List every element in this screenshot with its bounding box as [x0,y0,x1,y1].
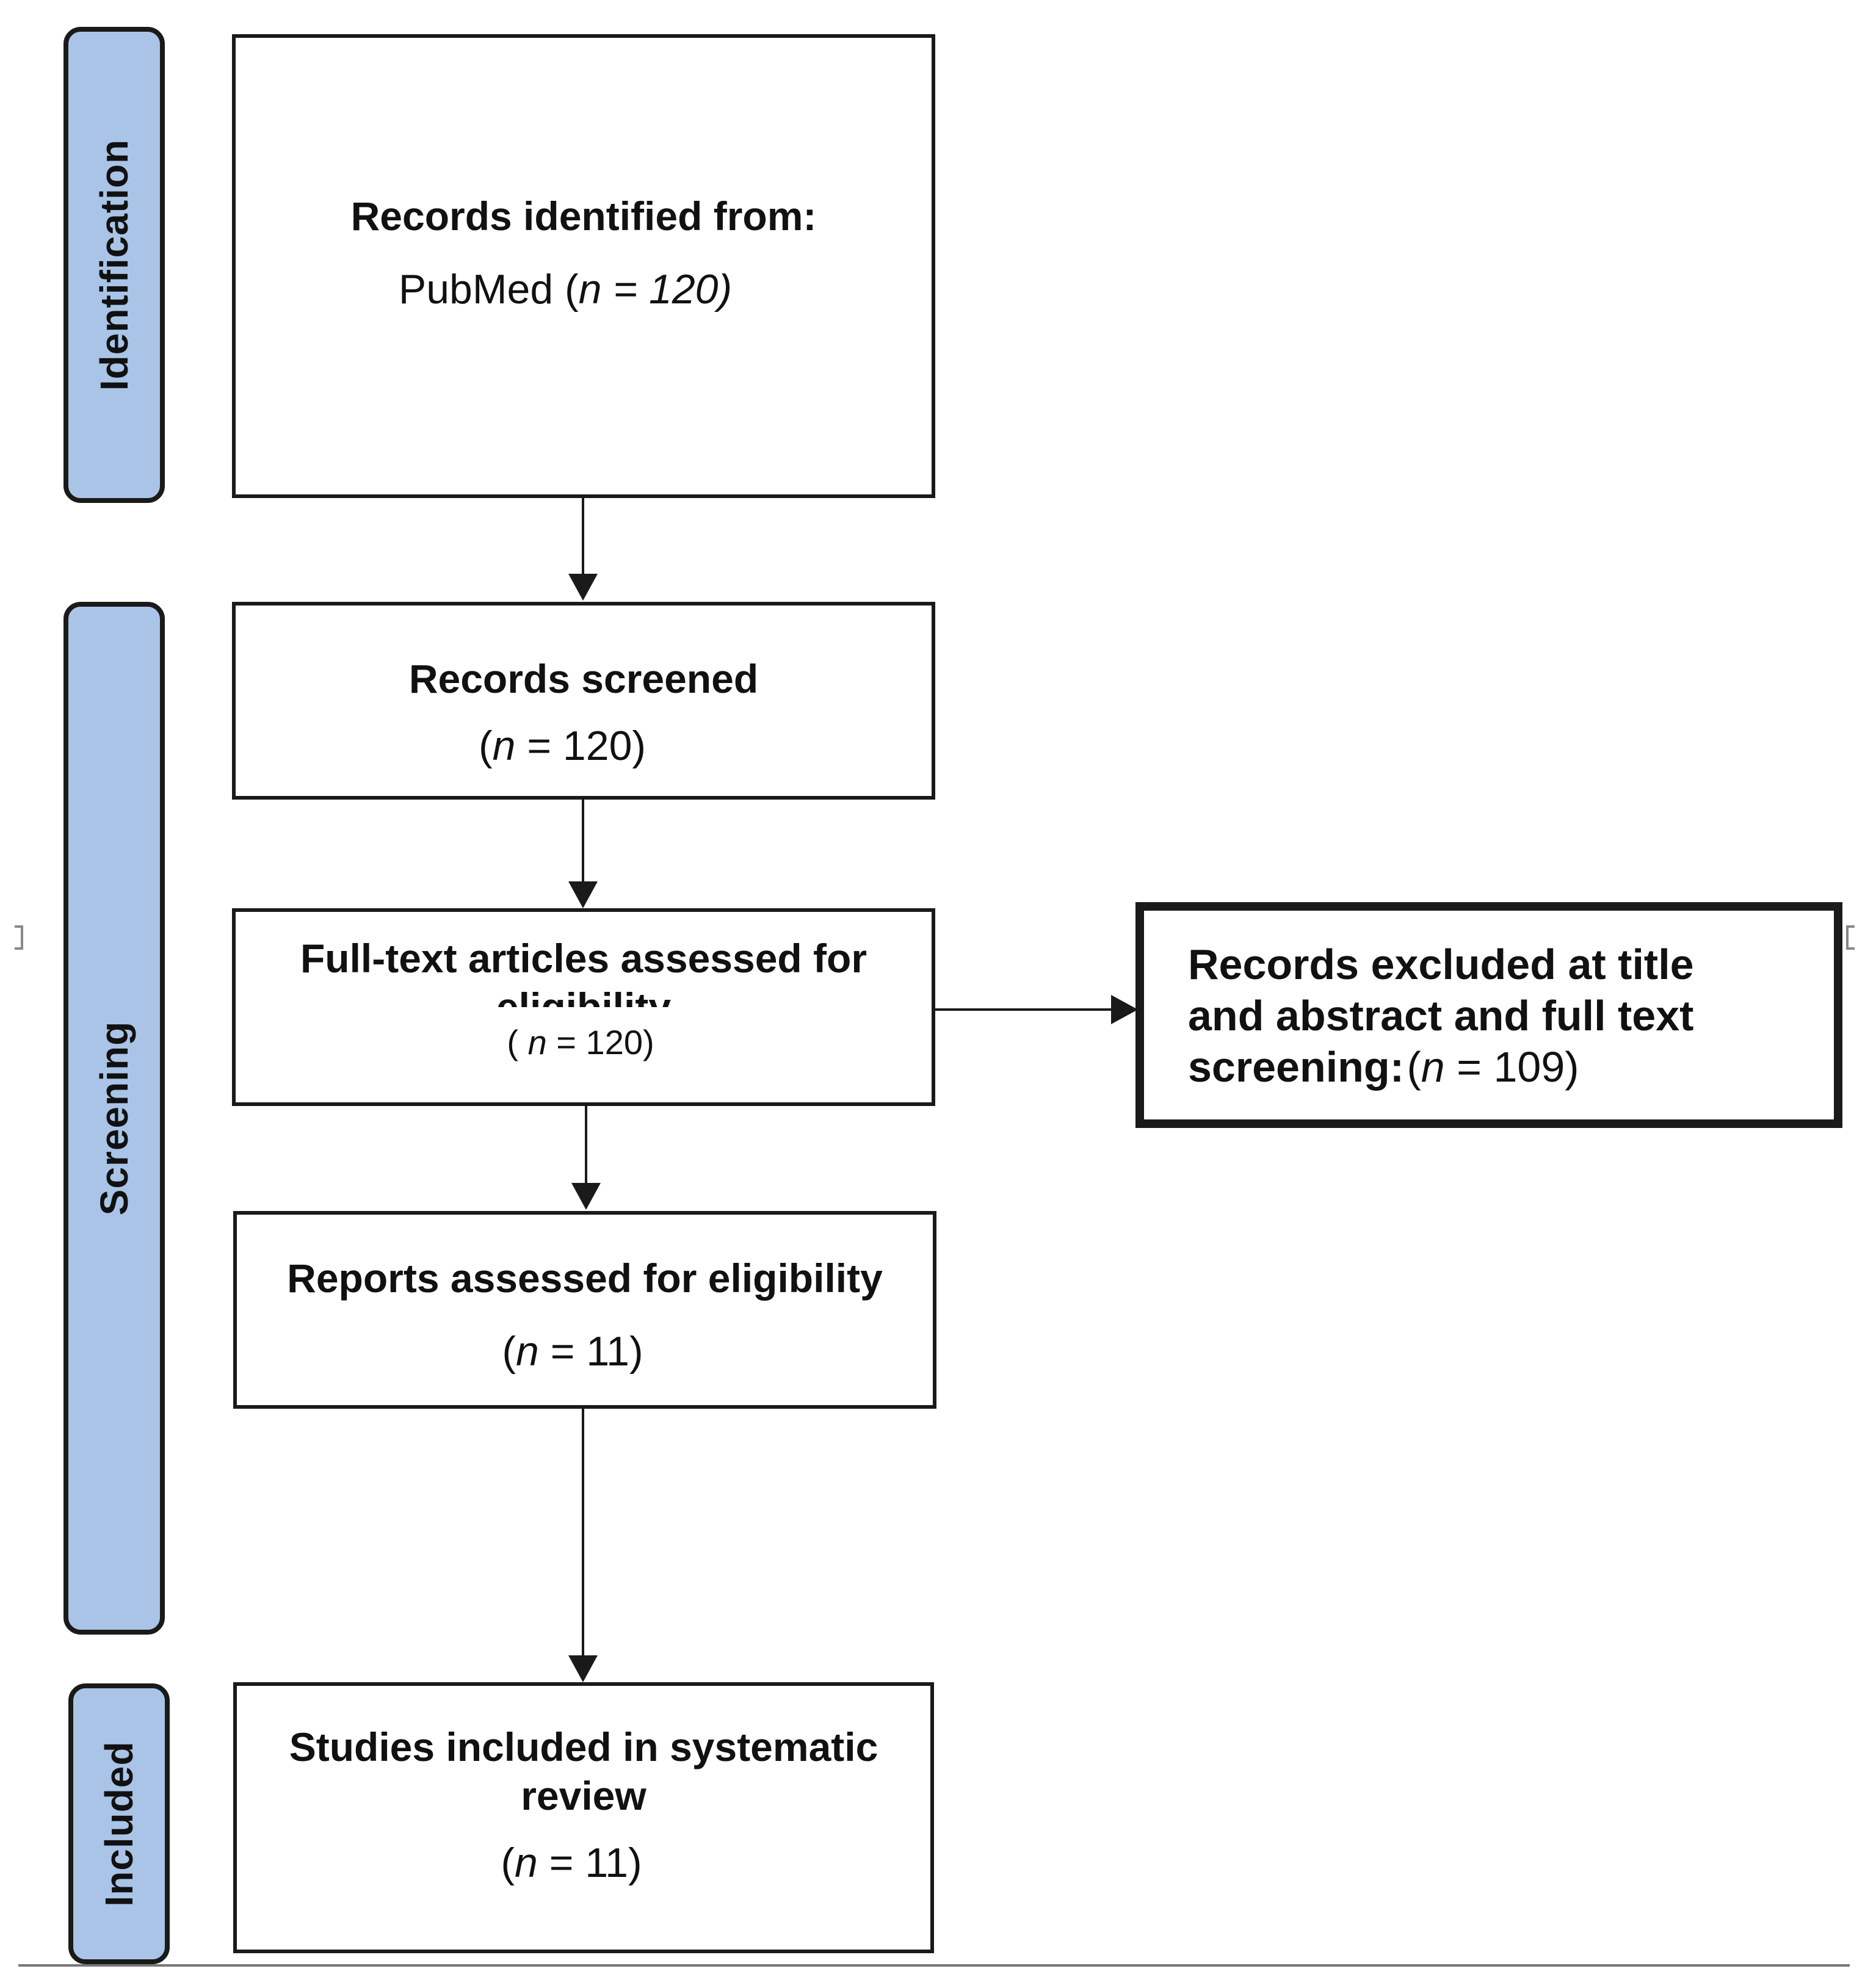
studies-included-title-line2: review [521,1773,646,1818]
fulltext-assessed-count: ( n = 120) [236,1018,925,1067]
arrow-fulltext-to-reports-line [585,1106,587,1184]
arrow-fulltext-to-reports-head [571,1183,601,1210]
arrow-screened-to-fulltext-head [568,881,598,908]
left-edge-mark [15,925,23,950]
fulltext-assessed-title-line1: Full-text articles assessed for [300,936,867,981]
right-edge-mark [1846,925,1855,950]
records-excluded-count: (n = 109) [1407,1043,1579,1091]
records-screened-paren: ( [478,723,493,769]
fulltext-assessed-box: Full-text articles assessed for eligibil… [232,908,935,1106]
reports-assessed-count: (n = 11) [237,1327,908,1376]
records-identified-paren: ( [565,266,579,313]
records-identified-box: Records identified from: PubMed (n = 120… [232,34,935,498]
arrow-reports-to-included-line [582,1409,584,1657]
pubmed-source: PubMed [398,266,554,313]
records-screened-count: (n = 120) [236,721,889,770]
records-identified-title: Records identified from: [350,193,817,239]
phase-identification: Identification [63,27,165,503]
arrow-identified-to-screened-line [582,498,584,575]
phase-included-label: Included [97,1741,141,1907]
reports-assessed-paren: ( [502,1328,516,1375]
records-screened-value: = 120) [515,723,646,769]
studies-included-box: Studies included in systematic review (n… [233,1682,934,1953]
records-identified-n: n [578,266,602,313]
arrow-fulltext-to-excluded-line [935,1008,1112,1011]
reports-assessed-box: Reports assessed for eligibility (n = 11… [233,1211,936,1409]
fulltext-assessed-title-line2: eligibility [496,985,672,1007]
studies-included-count: (n = 11) [237,1838,906,1887]
fulltext-assessed-n: n [527,1023,547,1061]
reports-assessed-title: Reports assessed for eligibility [287,1256,883,1301]
phase-included: Included [68,1683,170,1964]
records-screened-n: n [492,723,516,769]
bottom-divider [18,1964,1850,1967]
records-excluded-title-line2: and abstract and full text [1188,992,1694,1039]
studies-included-paren: ( [501,1840,515,1886]
reports-assessed-value: = 11) [538,1328,643,1375]
records-excluded-n: n [1421,1043,1445,1091]
arrow-screened-to-fulltext-line [582,800,584,883]
fulltext-assessed-value: = 120) [546,1023,654,1061]
phase-identification-label: Identification [92,139,136,391]
records-excluded-title-line3: screening: [1188,1043,1404,1091]
records-screened-box: Records screened (n = 120) [232,602,935,800]
records-identified-count: PubMed (n = 120) [236,265,895,314]
records-excluded-box: Records excluded at title and abstract a… [1135,902,1842,1128]
studies-included-title-line1: Studies included in systematic [289,1724,878,1769]
records-screened-title: Records screened [408,656,759,701]
records-identified-value: = 120) [601,266,733,313]
phase-screening-label: Screening [92,1021,136,1216]
records-excluded-title-line1: Records excluded at title [1188,941,1694,988]
arrow-reports-to-included-head [568,1655,598,1682]
fulltext-assessed-paren: ( [507,1023,528,1061]
studies-included-n: n [515,1840,538,1886]
studies-included-value: = 11) [537,1840,642,1886]
reports-assessed-n: n [516,1328,539,1375]
records-excluded-paren: ( [1407,1043,1421,1091]
arrow-fulltext-to-excluded-head [1111,995,1138,1024]
phase-screening: Screening [63,602,165,1635]
arrow-identified-to-screened-head [568,574,598,601]
records-excluded-value: = 109) [1444,1043,1579,1091]
